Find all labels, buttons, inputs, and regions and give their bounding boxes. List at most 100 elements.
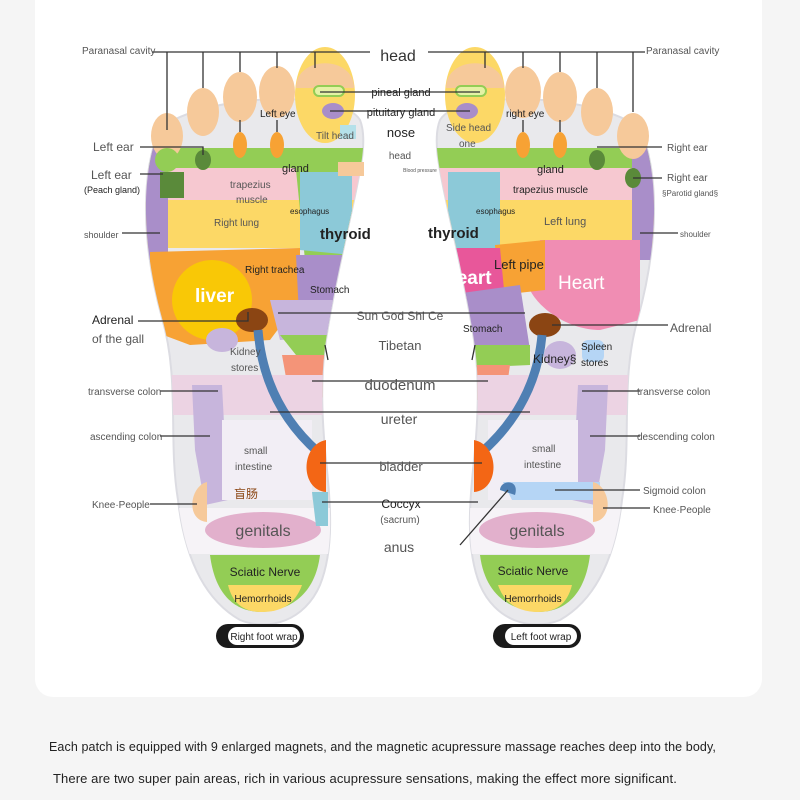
left-pipe-label: Left pipe	[494, 257, 544, 272]
small-intestine-left-label-1: small	[244, 446, 267, 457]
peach-gland-marker	[160, 172, 184, 198]
leader-lines	[122, 51, 678, 546]
blind-intestine-label: 盲肠	[234, 486, 258, 501]
descending-colon-zone	[572, 385, 608, 505]
right-eye-label: right eye	[506, 109, 545, 120]
head-small-label: head	[389, 151, 411, 162]
hemorrhoids-right-label: Hemorrhoids	[504, 594, 561, 605]
sun-god-label: Sun God Shi Ce	[357, 309, 444, 323]
peach-gland-label: (Peach gland)	[84, 185, 140, 195]
pituitary-gland-label: pituitary gland	[367, 107, 436, 119]
genitals-right-label: genitals	[509, 523, 564, 540]
tibetan-label: Tibetan	[379, 338, 422, 353]
left-eye-label: Left eye	[260, 109, 296, 120]
left-ear-label-1: Left ear	[93, 140, 134, 154]
nose-marker	[340, 125, 356, 139]
left-pipe-zone	[495, 240, 545, 295]
adrenal-right-marker	[529, 313, 561, 337]
genitals-zone	[205, 512, 321, 548]
head-label: head	[380, 48, 416, 65]
adrenal-left-label-2: of the gall	[92, 332, 144, 346]
gland-right-label: gland	[537, 164, 564, 176]
upper-blue-zone-r	[448, 172, 500, 252]
big-toe-top-r	[446, 63, 504, 88]
heart-big-label: Heart	[558, 273, 605, 294]
right-eye-marker-a	[516, 132, 530, 158]
knee-left	[192, 482, 207, 522]
pineal-gland-label: pineal gland	[371, 87, 430, 99]
small-intestine-right-label-1: small	[532, 444, 555, 455]
bladder-label: bladder	[379, 459, 423, 474]
kidney-left-label-1: Kidney	[230, 347, 261, 358]
ureter-right	[479, 334, 547, 456]
spleen-marker	[582, 340, 604, 362]
toe-3-r	[543, 72, 577, 122]
descending-colon-label: descending colon	[637, 432, 715, 443]
kidney-right-label: Kidney§	[533, 352, 576, 366]
kidney-left-label-2: stores	[231, 363, 258, 374]
paranasal-right-label: Paranasal cavity	[646, 46, 719, 57]
transverse-colon-right-label: transverse colon	[637, 387, 710, 398]
tilt-head-label: Tilt head	[316, 131, 354, 142]
coccyx-left	[312, 492, 328, 526]
ureter-left	[253, 329, 321, 456]
transverse-colon-left-label: transverse colon	[88, 387, 161, 398]
toe-5-r	[617, 113, 649, 159]
anus-marker	[500, 482, 516, 495]
parotid-gland-label: §Parotid gland§	[662, 189, 718, 198]
toe-2	[259, 66, 295, 118]
esophagus-left-label: esophagus	[290, 207, 329, 216]
left-ear-marker-b	[195, 150, 211, 170]
left-eye-marker-a	[233, 132, 247, 158]
left-ear-label-2: Left ear	[91, 168, 132, 182]
adrenal-right-label: Adrenal	[670, 321, 711, 335]
tibetan-zone-r	[455, 345, 530, 368]
caption-line-2: There are two super pain areas, rich in …	[53, 771, 677, 786]
kidney-right-marker	[544, 341, 576, 369]
genitals-left-label: genitals	[235, 523, 290, 540]
right-eye-marker-b	[553, 132, 567, 158]
trapezius-left-label-1: trapezius	[230, 180, 271, 191]
stomach-right-label: Stomach	[463, 324, 502, 335]
sigmoid-marker	[503, 482, 600, 500]
nose-label: nose	[387, 125, 415, 140]
left-lung-label: Left lung	[544, 216, 586, 228]
small-intestine-right-label-2: intestine	[524, 460, 562, 471]
toe-3	[223, 72, 257, 122]
toe-2-r	[505, 66, 541, 118]
left-eye-marker-b	[270, 132, 284, 158]
foot-reflexology-chart: head Paranasal cavity Paranasal cavity p…	[82, 46, 719, 648]
hemorrhoids-zone	[228, 585, 302, 612]
stomach-zone-r	[448, 285, 530, 350]
liver-label: liver	[195, 286, 235, 307]
pineal-marker	[313, 85, 345, 97]
pineal-marker-r	[455, 85, 487, 97]
sun-god-zone	[270, 300, 352, 340]
small-intestine-left-label-2: intestine	[235, 462, 273, 473]
stomach-left-label: Stomach	[310, 285, 349, 296]
trapezius-left-label-2: muscle	[236, 195, 268, 206]
sciatic-right-label: Sciatic Nerve	[498, 564, 569, 578]
adrenal-left-label-1: Adrenal	[92, 313, 133, 327]
left-foot-wrap-pill: Left foot wrap	[493, 624, 581, 648]
paranasal-left-label: Paranasal cavity	[82, 46, 155, 57]
side-head-label-2: one	[459, 139, 476, 150]
spleen-label-2: stores	[581, 358, 608, 369]
left-foot-map	[435, 47, 656, 626]
bladder-left	[306, 440, 326, 492]
bladder-right	[474, 440, 494, 492]
blood-pressure-marker	[338, 162, 364, 176]
heart-center-label: Heart	[443, 268, 492, 289]
thyroid-blue-zone	[300, 172, 352, 255]
right-ear-label-2: Right ear	[667, 173, 708, 184]
toe-4	[187, 88, 219, 136]
duodenum-label: duodenum	[365, 377, 436, 394]
right-lung-label: Right lung	[214, 218, 259, 229]
right-ear-marker-a	[589, 150, 605, 170]
knee-right-label: Knee·People	[653, 505, 711, 516]
side-head-label-1: Side head	[446, 123, 491, 134]
big-toe-top	[296, 63, 354, 88]
sigmoid-colon-label: Sigmoid colon	[643, 486, 706, 497]
liver-core-zone	[172, 260, 252, 340]
thyroid-right-label: thyroid	[428, 225, 479, 242]
